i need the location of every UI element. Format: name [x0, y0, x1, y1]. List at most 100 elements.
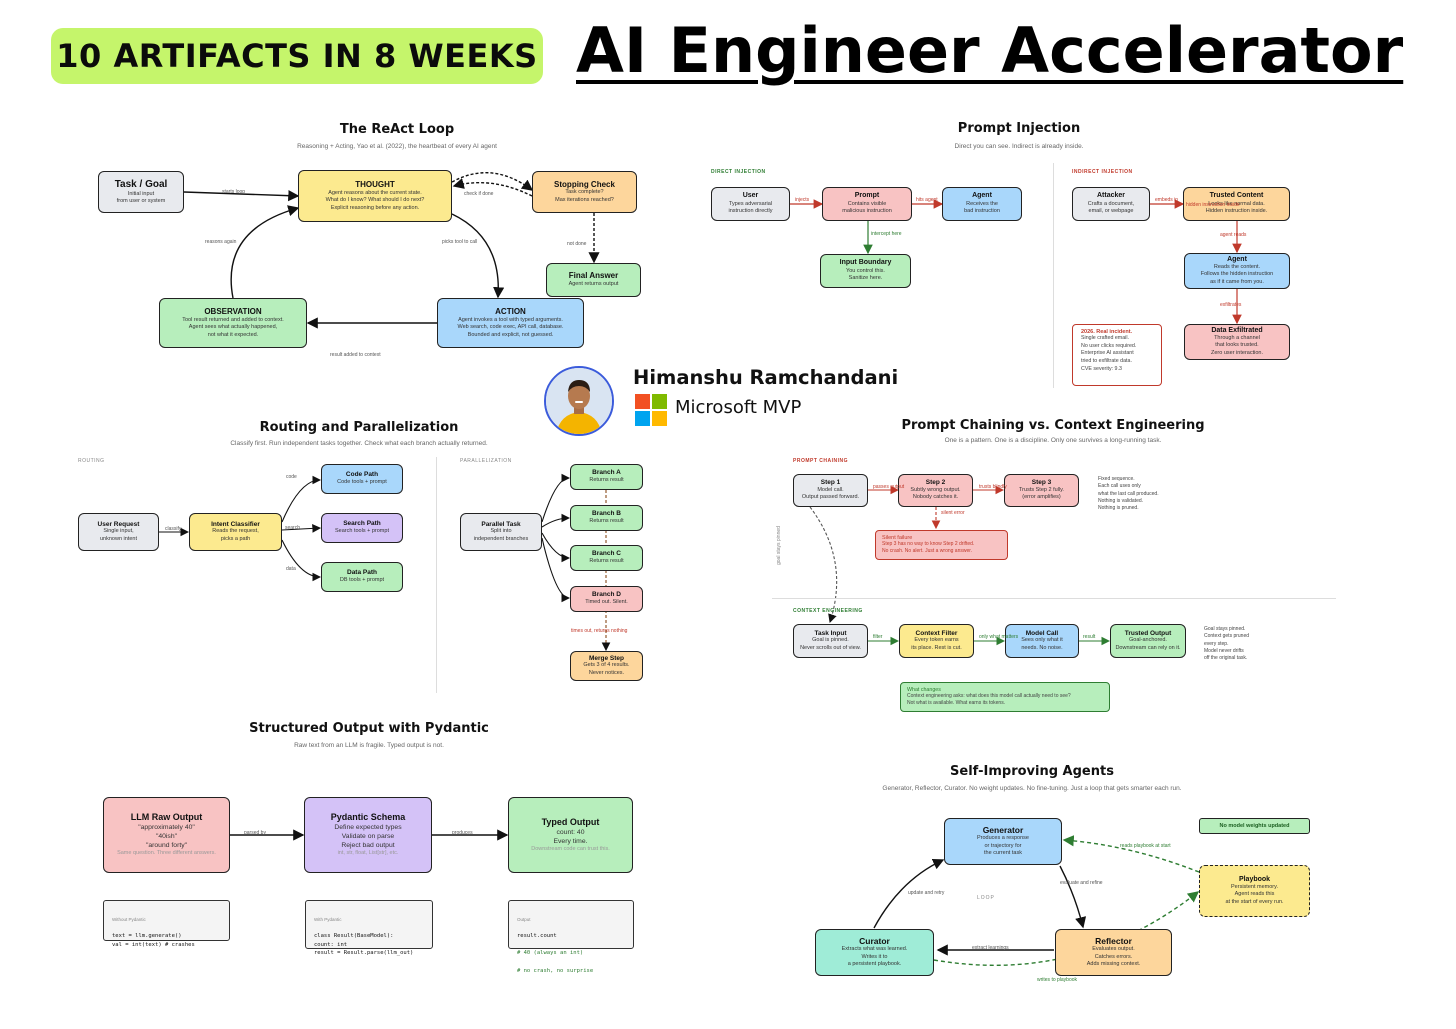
ce-task-title: Task Input [814, 629, 847, 637]
branch-a-title: Branch A [592, 469, 621, 477]
react-thought-box: THOUGHT Agent reasons about the current … [298, 170, 452, 222]
inj-agent-direct-title: Agent [972, 192, 992, 200]
react-title: The ReAct Loop [339, 122, 455, 137]
inj-boundary-box: Input Boundary You control this. Sanitiz… [820, 254, 911, 288]
parallel-task-desc: Split into independent branches [473, 528, 529, 542]
chain-step3-title: Step 3 [1031, 479, 1052, 487]
inj-trusted-box: Trusted Content Looks like normal data. … [1183, 187, 1290, 221]
ce-trusted-box: Trusted Output Goal-anchored. Downstream… [1110, 624, 1186, 658]
ce-model-title: Model Call [1025, 629, 1059, 637]
routing-search-desc: Search tools + prompt [335, 528, 389, 535]
routing-search-box: Search Path Search tools + prompt [321, 513, 403, 543]
branch-c-title: Branch C [592, 550, 621, 558]
inj-label-injects: injects [795, 197, 810, 203]
header-badge: 10 ARTIFACTS IN 8 WEEKS [51, 28, 543, 84]
chaining-title: Prompt Chaining vs. Context Engineering [901, 418, 1205, 433]
inj-incident-desc: Single crafted email. No user clicks req… [1081, 335, 1137, 372]
chain-label-result: result [1083, 634, 1096, 640]
selfimp-subtitle: Generator, Reflector, Curator. No weight… [882, 785, 1182, 792]
chaining-subtitle: One is a pattern. One is a discipline. O… [944, 437, 1162, 444]
chaining-divider [772, 598, 1336, 599]
pyd-label-produces: produces [452, 830, 473, 836]
pyd-code-output-g1: # 40 (always an int) [517, 950, 584, 957]
si-label-extract: extract learnings [972, 945, 1009, 951]
react-label-added: result added to context [330, 352, 381, 358]
react-observation-box: OBSERVATION Tool result returned and add… [159, 298, 307, 348]
chain-pc-note: Fixed sequence. Each call uses only what… [1098, 476, 1159, 511]
react-observation-title: OBSERVATION [204, 307, 262, 317]
si-label-loop: LOOP [977, 895, 995, 901]
inj-agent-indirect-desc: Reads the content. Follows the hidden in… [1200, 264, 1274, 285]
pyd-typed-note: Downstream code can trust this. [531, 845, 610, 852]
inj-attacker-desc: Crafts a document, email, or webpage [1087, 200, 1135, 215]
branch-b-box: Branch B Returns result [570, 505, 643, 531]
pyd-typed-desc: count: 40 Every time. [553, 828, 588, 845]
ce-filter-box: Context Filter Every token earns its pla… [899, 624, 974, 658]
react-final-desc: Agent returns output [568, 281, 619, 288]
pyd-schema-note: int, str, float, List[str], etc. [337, 850, 399, 857]
react-label-notdone: not done [567, 241, 587, 247]
inj-label-hidden: hidden instruction inside [1186, 202, 1240, 208]
routing-classifier-title: Intent Classifier [211, 520, 260, 528]
chain-silent-title: Silent failure [882, 535, 913, 541]
chain-step1-box: Step 1 Model call. Output passed forward… [793, 474, 868, 507]
page-title: AI Engineer Accelerator [576, 14, 1404, 87]
routing-code-desc: Code tools + prompt [337, 479, 387, 486]
injection-direct-label: DIRECT INJECTION [711, 169, 766, 175]
branch-c-box: Branch C Returns result [570, 545, 643, 571]
routing-subtitle: Classify first. Run independent tasks to… [230, 440, 488, 447]
chain-label-passes: passes output [873, 484, 905, 490]
inj-user-title: User [742, 192, 759, 200]
chain-step3-box: Step 3 Trusts Step 2 fully. (error ampli… [1004, 474, 1079, 507]
routing-data-box: Data Path DB tools + prompt [321, 562, 403, 592]
injection-arrows [790, 199, 1242, 325]
inj-exfil-box: Data Exfiltrated Through a channel that … [1184, 324, 1290, 360]
ce-filter-desc: Every token earns its place. Rest is cut… [911, 637, 962, 651]
inj-incident-title: 2026. Real incident. [1081, 329, 1133, 335]
microsoft-logo-icon [635, 394, 667, 426]
chaining-pc-label: PROMPT CHAINING [793, 458, 848, 464]
pyd-schema-title: Pydantic Schema [330, 812, 406, 823]
si-reflector-box: Reflector Evaluates output. Catches erro… [1055, 929, 1172, 976]
chain-label-filter: filter [873, 634, 883, 640]
ce-filter-title: Context Filter [915, 629, 958, 637]
inj-attacker-title: Attacker [1096, 192, 1125, 200]
react-task-desc: Initial input from user or system [116, 190, 166, 204]
chain-step3-desc: Trusts Step 2 fully. (error amplifies) [1019, 486, 1064, 501]
branch-d-box: Branch D Timed out. Silent. [570, 586, 643, 612]
react-final-box: Final Answer Agent returns output [546, 263, 641, 297]
react-subtitle: Reasoning + Acting, Yao et al. (2022), t… [297, 143, 497, 150]
merge-step-desc: Gets 3 of 4 results. Never notices. [583, 662, 630, 676]
branch-b-desc: Returns result [589, 518, 624, 525]
parallel-label: PARALLELIZATION [460, 458, 512, 464]
pydantic-title: Structured Output with Pydantic [249, 721, 489, 736]
inj-prompt-title: Prompt [854, 192, 880, 200]
ce-trusted-title: Trusted Output [1124, 629, 1172, 637]
si-label-reads: reads playbook at start [1120, 843, 1171, 849]
si-playbook-box: Playbook Persistent memory. Agent reads … [1199, 865, 1310, 917]
merge-step-title: Merge Step [588, 654, 625, 662]
pyd-code-with-code: class Result(BaseModel): count: int resu… [314, 932, 414, 957]
chain-silent-box: Silent failure Step 3 has no way to know… [875, 530, 1008, 560]
branch-d-title: Branch D [592, 591, 621, 599]
si-reflector-desc: Evaluates output. Catches errors. Adds m… [1086, 946, 1141, 968]
injection-divider [1053, 163, 1054, 388]
si-noweights-badge: No model weights updated [1199, 818, 1310, 834]
routing-data-desc: DB tools + prompt [339, 577, 385, 584]
ce-task-desc: Goal is pinned. Never scrolls out of vie… [800, 637, 861, 651]
react-stop-title: Stopping Check [554, 179, 615, 189]
pyd-schema-box: Pydantic Schema Define expected types Va… [304, 797, 432, 873]
ce-model-desc: Sees only what it needs. No noise. [1021, 637, 1063, 651]
inj-label-exfiltrates: exfiltrates [1220, 302, 1242, 308]
routing-label-data: data [286, 566, 296, 572]
inj-trusted-desc: Looks like normal data. Hidden instructi… [1205, 200, 1268, 215]
pyd-code-output-code: result.count [517, 932, 557, 939]
routing-request-desc: Single input, unknown intent [100, 528, 137, 542]
chain-step2-box: Step 2 Subtly wrong output. Nobody catch… [898, 474, 973, 507]
inj-label-embeds: embeds in [1155, 197, 1179, 203]
inj-boundary-desc: You control this. Sanitize here. [846, 267, 885, 282]
react-label-starts: starts loop [222, 189, 246, 195]
pyd-raw-note: Same question. Three different answers. [117, 850, 216, 857]
chain-silent-desc: Step 3 has no way to know Step 2 drifted… [882, 541, 975, 555]
routing-request-title: User Request [97, 520, 140, 528]
